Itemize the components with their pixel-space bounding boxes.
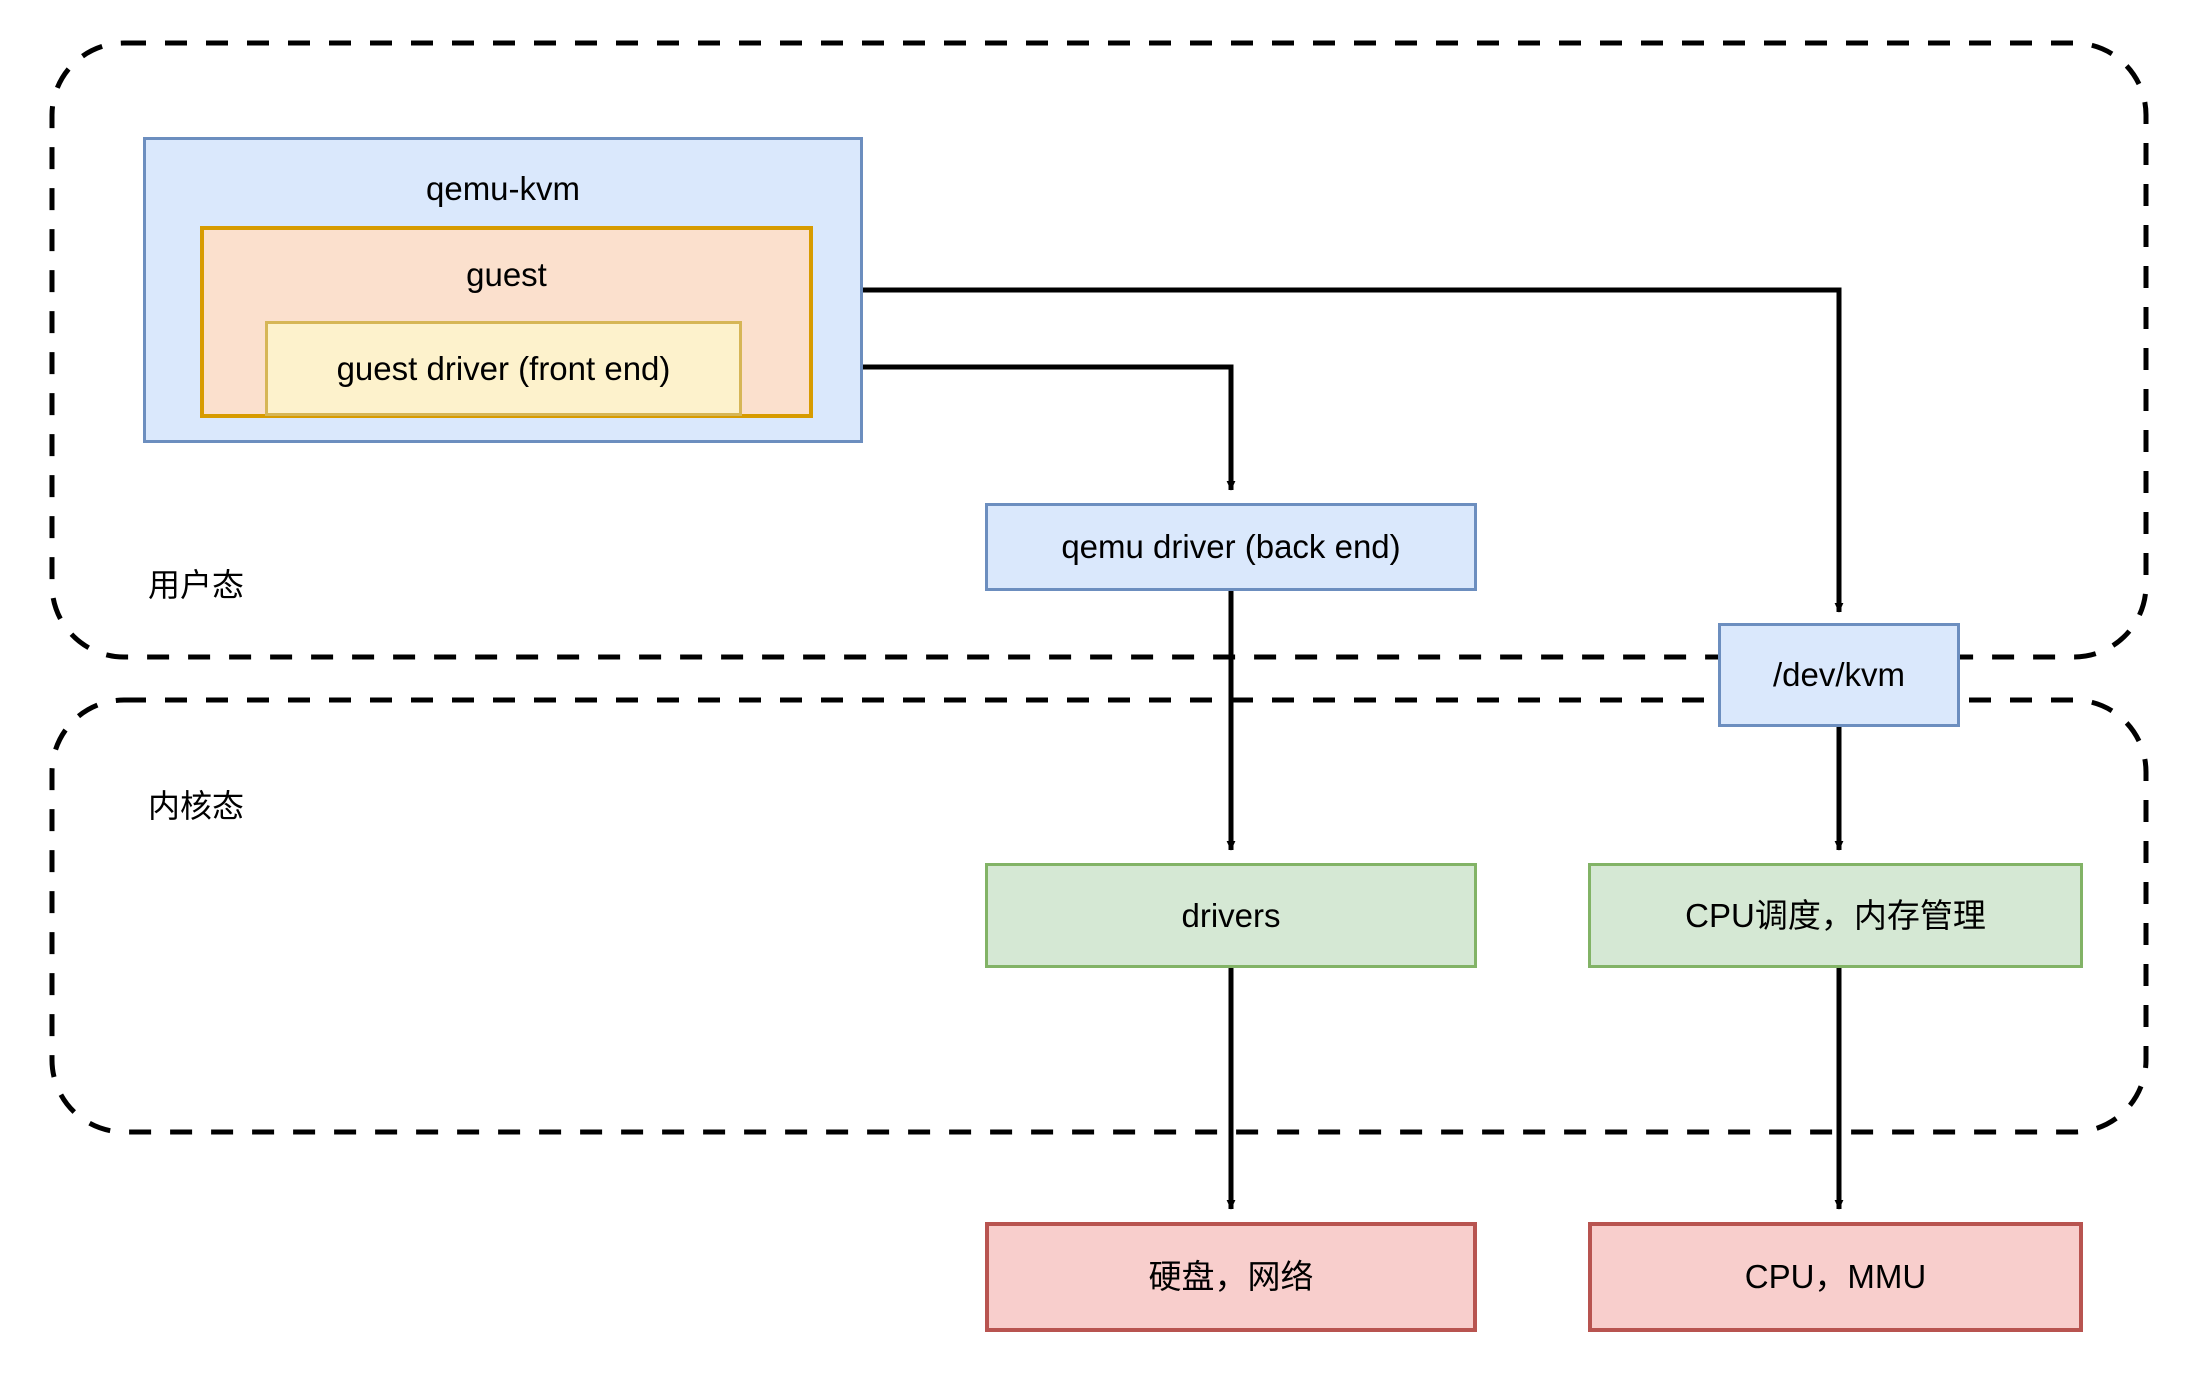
node-disk-network-label: 硬盘，网络 — [1148, 1258, 1314, 1296]
node-cpu-mmu[interactable]: CPU，MMU — [1588, 1222, 2083, 1332]
edge-guest-driver-to-qemu-driver — [742, 364, 1236, 491]
region-label-user-mode: 用户态 — [148, 567, 245, 603]
node-guest-driver-label: guest driver (front end) — [336, 349, 671, 387]
node-cpu-scheduling-memory-management[interactable]: CPU调度，内存管理 — [1588, 863, 2083, 968]
node-dev-kvm-label: /dev/kvm — [1772, 656, 1906, 694]
node-qemu-kvm-label: qemu-kvm — [425, 170, 581, 207]
node-drivers-label: drivers — [1181, 896, 1281, 934]
edge-guest-to-dev-kvm — [863, 287, 1844, 613]
node-cpu-scheduling-memory-management-label: CPU调度，内存管理 — [1685, 896, 1986, 934]
node-disk-network[interactable]: 硬盘，网络 — [985, 1222, 1477, 1332]
node-dev-kvm[interactable]: /dev/kvm — [1718, 623, 1960, 727]
region-user-mode-outline — [49, 40, 2149, 660]
node-cpu-mmu-label: CPU，MMU — [1744, 1258, 1927, 1296]
region-label-kernel-mode: 内核态 — [148, 788, 245, 824]
node-qemu-driver-label: qemu driver (back end) — [1061, 528, 1401, 566]
node-guest-driver[interactable]: guest driver (front end) — [265, 321, 742, 416]
node-drivers[interactable]: drivers — [985, 863, 1477, 968]
node-qemu-driver[interactable]: qemu driver (back end) — [985, 503, 1477, 591]
node-guest-label: guest — [466, 256, 547, 293]
